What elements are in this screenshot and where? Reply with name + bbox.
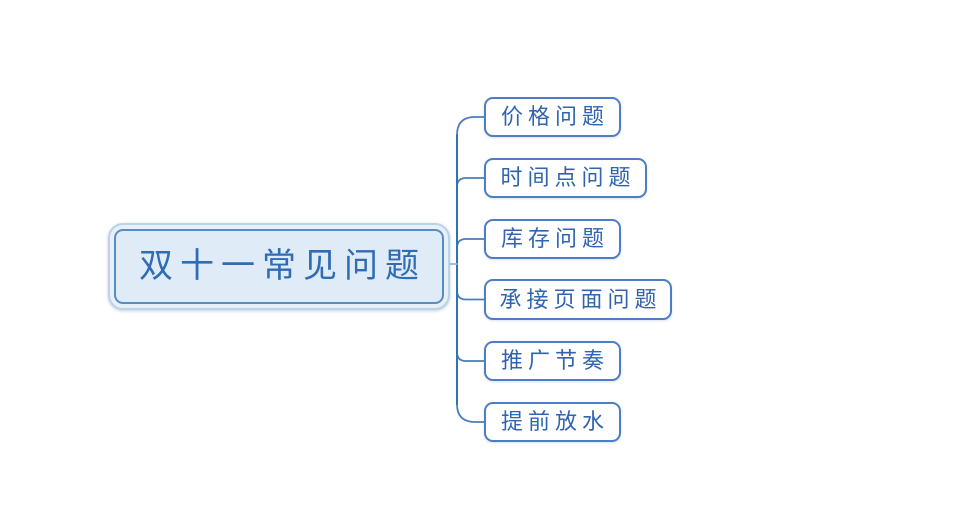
child-topic-label: 时间点问题 bbox=[500, 165, 636, 190]
child-topic-4[interactable]: 承接页面问题 bbox=[484, 279, 672, 320]
root-topic-label: 双十一常见问题 bbox=[139, 247, 426, 285]
child-topic-label: 价格问题 bbox=[500, 104, 609, 129]
connector-branch-6 bbox=[456, 403, 485, 423]
connector-branch-3 bbox=[456, 238, 485, 249]
connector-branch-4 bbox=[456, 289, 485, 301]
root-topic-inner: 双十一常见问题 bbox=[114, 229, 444, 304]
child-topic-5[interactable]: 推广节奏 bbox=[484, 341, 621, 381]
child-topic-label: 推广节奏 bbox=[500, 348, 609, 373]
child-topic-3[interactable]: 库存问题 bbox=[484, 219, 621, 259]
child-topic-label: 提前放水 bbox=[500, 409, 609, 434]
connector-branch-5 bbox=[456, 351, 485, 362]
child-topic-label: 承接页面问题 bbox=[499, 286, 662, 312]
connector-branch-2 bbox=[456, 177, 485, 188]
child-topic-6[interactable]: 提前放水 bbox=[484, 402, 621, 442]
root-topic[interactable]: 双十一常见问题 bbox=[108, 223, 450, 310]
child-topic-1[interactable]: 价格问题 bbox=[484, 97, 621, 137]
child-topic-label: 库存问题 bbox=[500, 226, 609, 251]
child-topic-2[interactable]: 时间点问题 bbox=[484, 158, 647, 198]
connector-branch-1 bbox=[456, 116, 485, 136]
